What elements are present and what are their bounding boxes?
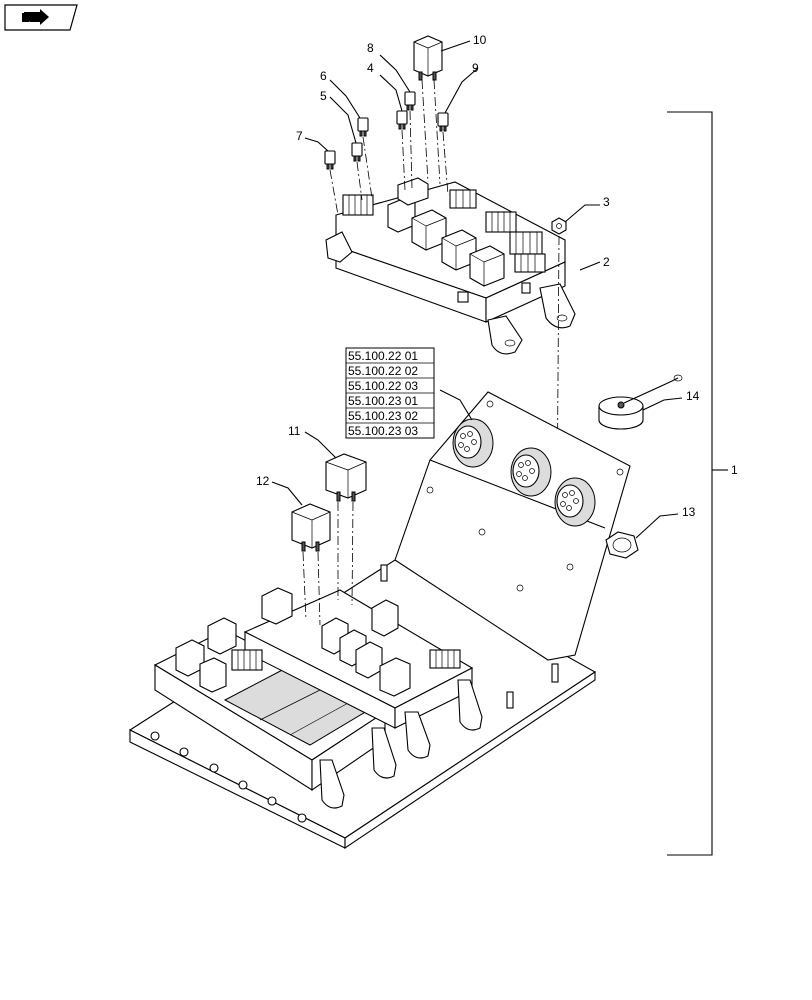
callout-10: 10 <box>473 33 487 47</box>
callout-5: 5 <box>320 89 327 103</box>
reference-row-1[interactable]: 55.100.22 01 <box>348 349 418 363</box>
nut-item-3 <box>551 217 567 235</box>
assembly-bracket <box>667 111 728 856</box>
callout-2: 2 <box>603 255 610 269</box>
callout-7: 7 <box>296 129 303 143</box>
reference-row-2[interactable]: 55.100.22 02 <box>348 364 418 378</box>
reference-table: 55.100.22 01 55.100.22 02 55.100.22 03 5… <box>345 347 435 439</box>
leader-lines <box>271 40 683 539</box>
callout-1: 1 <box>731 463 738 477</box>
callouts: 1 2 3 4 5 6 7 8 9 10 11 12 13 14 <box>256 33 738 519</box>
callout-12: 12 <box>256 474 270 488</box>
reference-row-3[interactable]: 55.100.22 03 <box>348 379 418 393</box>
reference-row-5[interactable]: 55.100.23 02 <box>348 409 418 423</box>
lower-fuse-box <box>153 587 483 809</box>
callout-13: 13 <box>682 505 696 519</box>
callout-9: 9 <box>472 61 479 75</box>
relay-item-11 <box>325 453 367 502</box>
callout-11: 11 <box>288 424 301 438</box>
assembly-lines-lower <box>302 501 354 626</box>
arrow-icon <box>22 9 49 25</box>
cap-item-14 <box>598 374 683 430</box>
callout-6: 6 <box>320 69 327 83</box>
callout-3: 3 <box>603 195 610 209</box>
relay-top <box>413 35 443 81</box>
callout-4: 4 <box>367 61 374 75</box>
callout-8: 8 <box>367 41 374 55</box>
reference-row-4[interactable]: 55.100.23 01 <box>348 394 418 408</box>
callout-14: 14 <box>686 389 700 403</box>
nav-button[interactable] <box>4 4 78 31</box>
relay-item-12 <box>291 503 331 552</box>
reference-row-6[interactable]: 55.100.23 03 <box>348 424 418 438</box>
upper-fuse-box <box>325 177 576 355</box>
blade-fuses <box>324 91 449 170</box>
nut-item-13 <box>605 531 639 559</box>
